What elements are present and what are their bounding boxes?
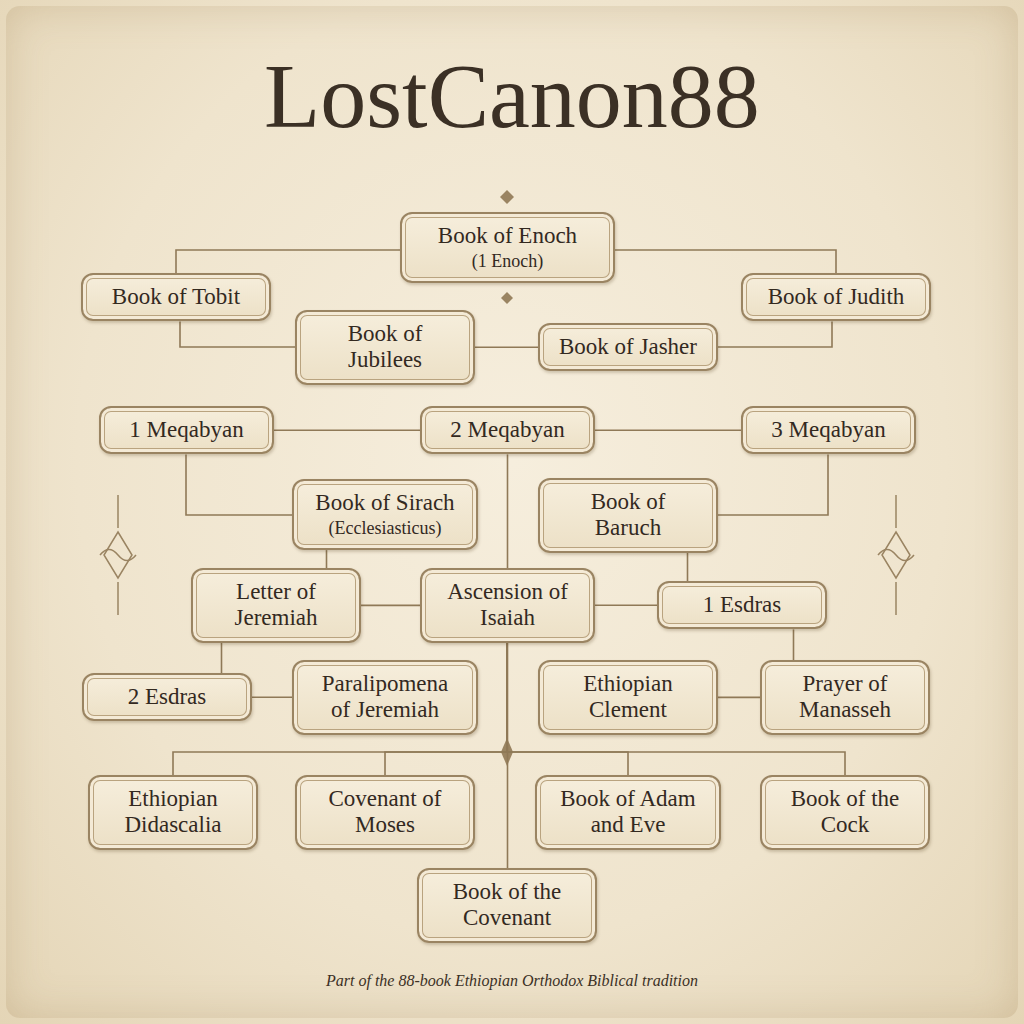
connector-line	[252, 696, 292, 698]
connector-line	[718, 697, 760, 699]
book-box: Letter of Jeremiah	[191, 568, 361, 643]
book-box: Ethiopian Didascalia	[88, 775, 258, 850]
box-label: 2 Esdras	[100, 684, 234, 710]
book-box: Book of Sirach(Ecclesiasticus)	[292, 479, 478, 550]
box-label: Book of Adam and Eve	[553, 786, 703, 839]
box-label: Book of Jasher	[556, 334, 700, 360]
box-label: Ethiopian Didascalia	[106, 786, 240, 839]
box-label: Ethiopian Clement	[556, 671, 700, 724]
connector-line	[718, 454, 828, 515]
book-box: 2 Meqabyan	[420, 406, 595, 454]
box-subtitle: (Ecclesiasticus)	[310, 518, 460, 539]
box-label: 3 Meqabyan	[759, 417, 898, 443]
book-box: Ethiopian Clement	[538, 660, 718, 735]
book-box: Paralipomena of Jeremiah	[292, 660, 478, 735]
book-box: 1 Meqabyan	[99, 406, 274, 454]
connector-line	[615, 250, 836, 273]
connector-line	[221, 643, 223, 673]
book-box: Covenant of Moses	[295, 775, 475, 850]
book-box: Book of Enoch(1 Enoch)	[400, 212, 615, 283]
box-label: 1 Esdras	[675, 592, 809, 618]
box-label: Covenant of Moses	[313, 786, 457, 839]
connector-line	[718, 321, 832, 347]
book-box: Book of Adam and Eve	[535, 775, 721, 850]
box-label: Book of Tobit	[99, 284, 253, 310]
box-label: Letter of Jeremiah	[209, 579, 343, 632]
book-box: Book of Judith	[741, 273, 931, 321]
box-label: Book of Sirach	[310, 490, 460, 516]
caption: Part of the 88-book Ethiopian Orthodox B…	[0, 972, 1024, 990]
connector-line	[326, 550, 328, 568]
connector-line	[274, 429, 420, 431]
connector-line	[507, 454, 509, 568]
book-box: Book of Baruch	[538, 478, 718, 553]
connector-line	[176, 250, 400, 273]
book-box: Book of the Covenant	[417, 868, 597, 943]
box-label: Prayer of Manasseh	[778, 671, 912, 724]
box-label: 2 Meqabyan	[438, 417, 577, 443]
box-label: Paralipomena of Jeremiah	[310, 671, 460, 724]
book-box: 3 Meqabyan	[741, 406, 916, 454]
box-subtitle: (1 Enoch)	[418, 251, 597, 272]
connector-line	[595, 429, 741, 431]
box-label: Book of Judith	[759, 284, 913, 310]
connector-line	[361, 605, 420, 607]
box-label: Book of Baruch	[556, 489, 700, 542]
connector-line	[595, 604, 657, 606]
book-box: Book of the Cock	[760, 775, 930, 850]
connector-line	[687, 553, 689, 581]
box-label: Book of Enoch	[418, 223, 597, 249]
box-label: 1 Meqabyan	[117, 417, 256, 443]
book-box: Book of Tobit	[81, 273, 271, 321]
box-label: Ascension of Isaiah	[438, 579, 577, 632]
connector-line	[793, 629, 795, 660]
page-frame	[6, 6, 1018, 1018]
box-label: Book of the Covenant	[435, 879, 579, 932]
book-box: Prayer of Manasseh	[760, 660, 930, 735]
book-box: Book of Jasher	[538, 323, 718, 371]
connector-line	[475, 346, 538, 348]
book-box: Book of Jubilees	[295, 310, 475, 385]
connector-line	[180, 321, 295, 347]
book-box: 2 Esdras	[82, 673, 252, 721]
connector-line	[186, 454, 292, 515]
box-label: Book of Jubilees	[313, 321, 457, 374]
book-box: 1 Esdras	[657, 581, 827, 629]
book-box: Ascension of Isaiah	[420, 568, 595, 643]
box-label: Book of the Cock	[778, 786, 912, 839]
title: LostCanon88	[0, 46, 1024, 147]
